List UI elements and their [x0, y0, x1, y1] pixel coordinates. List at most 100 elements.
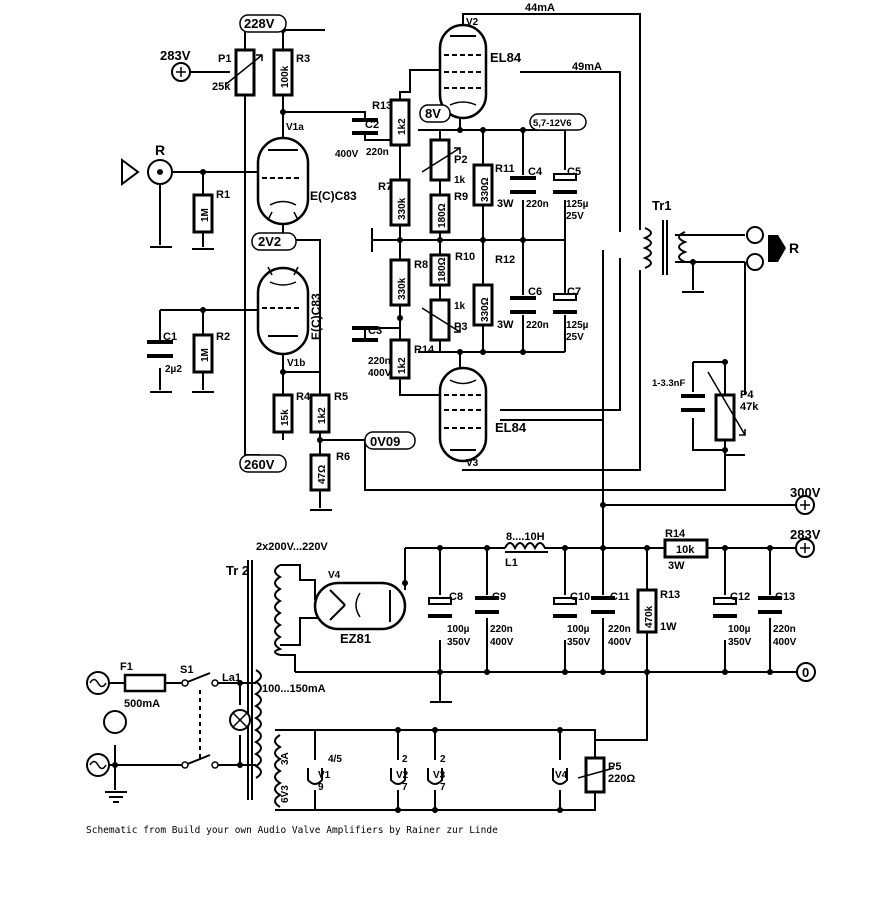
label-c7: C7: [567, 286, 581, 298]
figure-caption: Schematic from Build your own Audio Valv…: [86, 825, 498, 836]
label-tr2-sec: 2x200V...220V: [256, 541, 328, 553]
label-r14-value: 1k2: [397, 357, 408, 374]
label-5-7-12v6: 5,7-12V6: [533, 118, 572, 129]
label-ecc83-top: E(C)C83: [310, 189, 357, 203]
tube-v1b: [256, 266, 310, 356]
label-p1: P1: [218, 53, 231, 65]
label-8v: 8V: [425, 106, 441, 121]
label-cap-fb: 1-3.3nF: [652, 378, 685, 389]
label-c8-v2: 350V: [447, 637, 471, 648]
output-transformer-tr1: [642, 220, 688, 275]
label-r6-value: 47Ω: [317, 465, 328, 484]
mains-transformer-tr2: [247, 560, 283, 808]
label-r5: R5: [334, 391, 348, 403]
label-283v-out: 283V: [790, 527, 821, 542]
label-c4-value: 220n: [526, 199, 549, 210]
label-r5-value: 1k2: [317, 407, 328, 424]
label-c1-value: 2µ2: [165, 364, 182, 375]
label-p2-value: 1k: [454, 175, 466, 186]
resistor-r6: [309, 453, 331, 492]
resistor-r11: [472, 163, 494, 207]
label-c5-v2: 25V: [566, 211, 584, 222]
rail-terminal-icon: [171, 62, 816, 682]
label-r6: R6: [336, 451, 350, 463]
label-c12: C12: [730, 591, 750, 603]
label-r7: R7: [378, 181, 392, 193]
label-c12-v2: 350V: [728, 637, 752, 648]
label-r4-value: 15k: [280, 409, 291, 426]
resistor-r4: [272, 393, 294, 434]
label-p5: P5: [608, 761, 621, 773]
label-c10-v1: 100µ: [567, 624, 590, 635]
input-jack-icon: [121, 158, 173, 186]
labels: 228V 283V P1 25k R3 100k R R1 1M V1a E(C…: [120, 2, 821, 803]
output-jack-icon: [746, 226, 786, 271]
resistor-r10: [429, 253, 451, 287]
label-f1-value: 500mA: [124, 698, 160, 710]
ground-icon: [105, 228, 441, 803]
label-el84-bot: EL84: [495, 420, 527, 435]
voltage-boxes: [239, 14, 587, 473]
label-r13: R13: [372, 100, 392, 112]
label-h-v3-pins: 2: [440, 754, 446, 765]
label-2v2: 2V2: [258, 234, 281, 249]
label-p3-value: 1k: [454, 301, 466, 312]
label-h-v2-pins: 2: [402, 754, 408, 765]
label-r1: R1: [216, 189, 230, 201]
label-c7-v2: 25V: [566, 332, 584, 343]
label-p1-value: 25k: [212, 81, 231, 93]
label-c2: C2: [365, 119, 379, 131]
label-r13-ht: R13: [660, 589, 680, 601]
label-zero: 0: [802, 665, 809, 680]
ac-source-icon: [86, 671, 127, 777]
label-c2-v1: 400V: [335, 149, 359, 160]
label-c6-value: 220n: [526, 320, 549, 331]
resistor-r2: [192, 333, 214, 374]
heater-symbols: [307, 768, 568, 785]
label-300v: 300V: [790, 485, 821, 500]
label-c7-v1: 125µ: [566, 320, 589, 331]
resistor-r14: [389, 338, 411, 380]
label-heater-6v3: 6V3: [280, 785, 291, 803]
label-c8-v1: 100µ: [447, 624, 470, 635]
label-c13-v1: 220n: [773, 624, 796, 635]
label-c9-v1: 220n: [490, 624, 513, 635]
tube-v4-rectifier: [313, 581, 407, 631]
label-l1-value: 8....10H: [506, 531, 545, 543]
label-la1: La1: [222, 672, 241, 684]
label-r11: R11: [495, 163, 515, 175]
label-100-150ma: 100...150mA: [262, 683, 326, 695]
label-r8-value: 330k: [397, 277, 408, 300]
switch-s1: [184, 672, 211, 766]
label-0v09: 0V09: [370, 434, 400, 449]
resistor-r8: [389, 258, 411, 307]
label-el84-top: EL84: [490, 50, 522, 65]
label-v1b: V1b: [287, 358, 305, 369]
label-out-r: R: [789, 240, 799, 256]
label-r11-w: 3W: [497, 198, 514, 210]
choke-l1: [504, 542, 548, 553]
resistor-r13-ht: [636, 588, 658, 634]
label-r13-ht-w: 1W: [660, 621, 677, 633]
pot-wipers: [224, 54, 746, 779]
resistor-r7: [389, 178, 411, 227]
label-c9-v2: 400V: [490, 637, 514, 648]
label-h-v1-b: 9: [318, 782, 324, 793]
label-c3-v2: 400V: [368, 368, 392, 379]
label-r14-ht-w: 3W: [668, 560, 685, 572]
fuse-f1: [123, 673, 167, 693]
label-283v-in: 283V: [160, 48, 191, 63]
label-p4-value: 47k: [740, 401, 759, 413]
label-260v: 260V: [244, 457, 275, 472]
resistors: [192, 48, 736, 794]
resistor-r13: [389, 98, 411, 147]
label-p5-value: 220Ω: [608, 773, 635, 785]
label-r12-value: 330Ω: [480, 297, 491, 322]
label-h-v4: V4: [555, 770, 568, 781]
tube-v2: [438, 23, 488, 120]
label-v3: V3: [466, 458, 479, 469]
label-c13-v2: 400V: [773, 637, 797, 648]
label-r9: R9: [454, 191, 468, 203]
label-h-v2-b: 7: [402, 782, 408, 793]
